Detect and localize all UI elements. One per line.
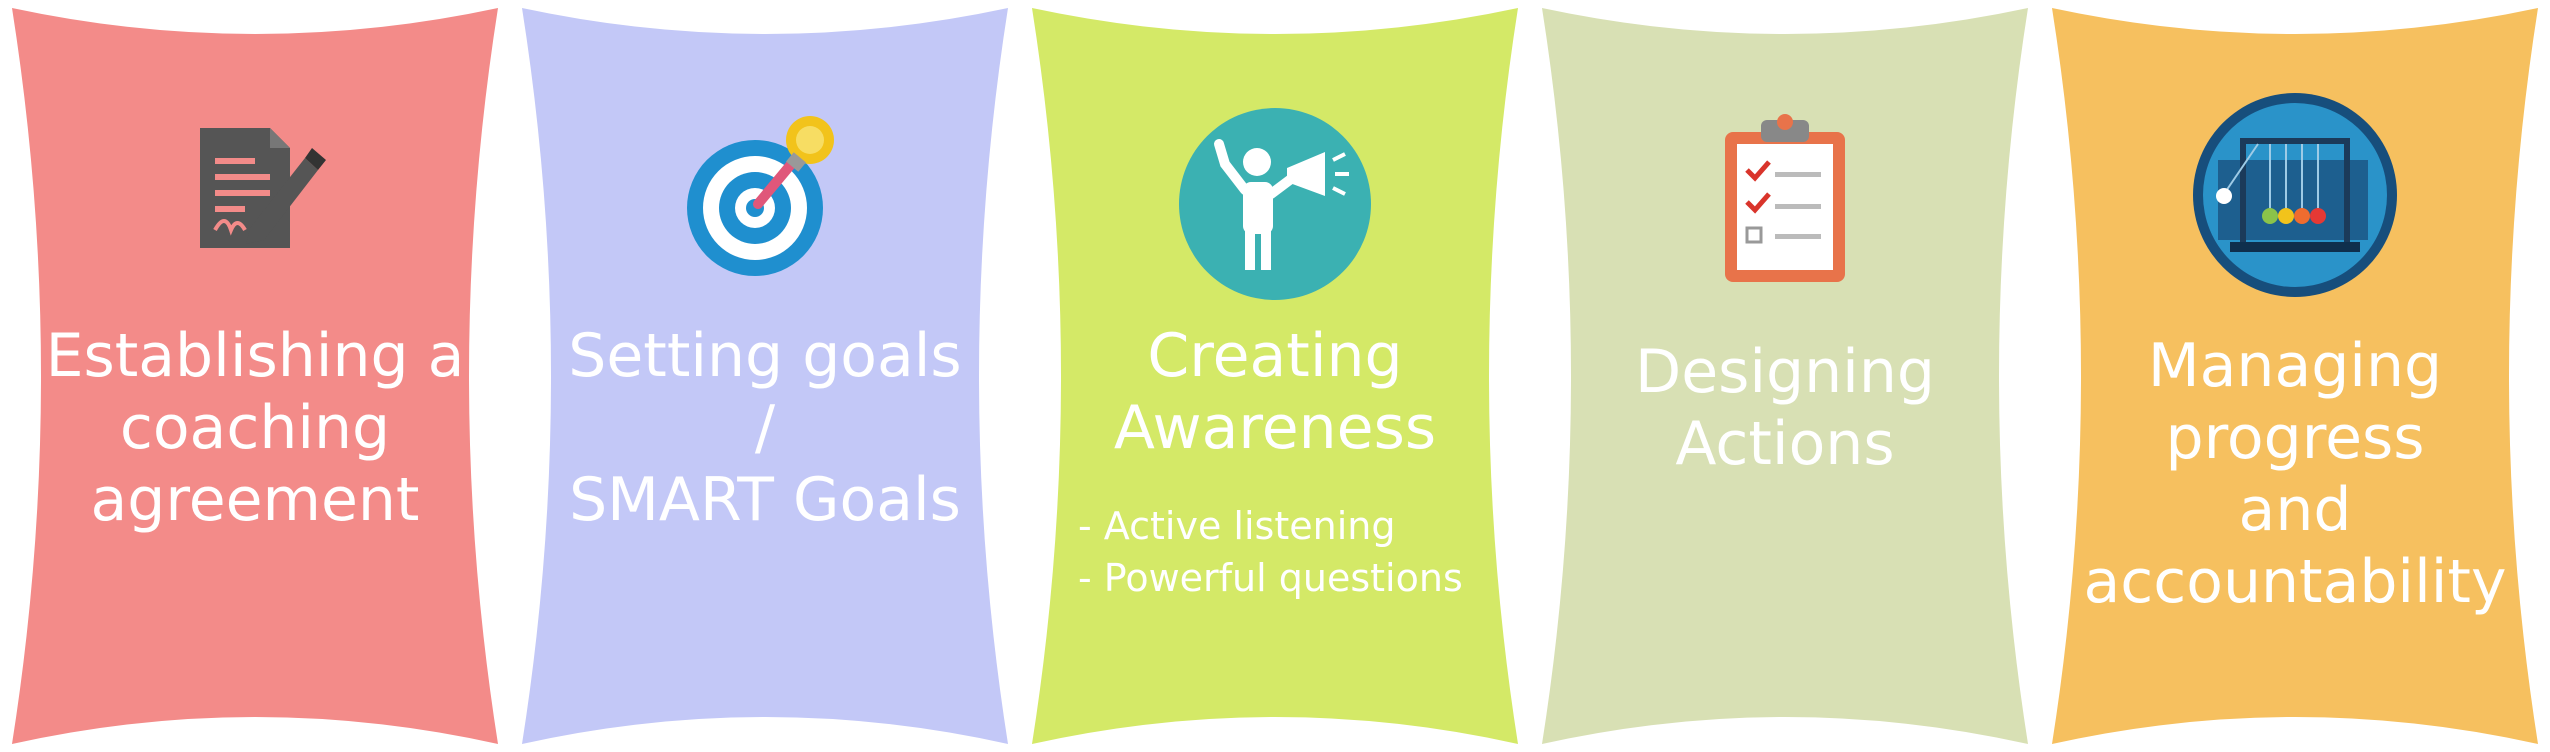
step-panel-2: Setting goals / SMART Goals — [510, 0, 1020, 752]
panel-shape — [1542, 8, 2028, 744]
panel-shape — [12, 8, 498, 744]
panel-shape — [2052, 8, 2538, 744]
target-lightbulb-icon — [680, 108, 850, 282]
panel-shape — [522, 8, 1008, 744]
step-title: Establishing a coaching agreement — [45, 321, 465, 535]
bullet-item: - Powerful questions — [1078, 556, 1463, 600]
bullet-item: - Active listening — [1078, 504, 1396, 548]
step-title: Designing Actions — [1635, 337, 1935, 479]
step-title: Setting goals / SMART Goals — [568, 321, 962, 535]
clipboard-checklist-icon — [1715, 108, 1855, 292]
step-panel-1: Establishing a coaching agreement — [0, 0, 510, 752]
step-panel-5: Managing progress and accountability — [2040, 0, 2550, 752]
bullet-list: - Active listening - Powerful questions — [1078, 500, 1463, 604]
newtons-cradle-icon — [2190, 90, 2400, 304]
panel-shape — [1032, 8, 1518, 744]
step-title: Managing progress and accountability — [2083, 331, 2507, 617]
step-panel-4: Designing Actions — [1530, 0, 2040, 752]
step-panel-3: Creating Awareness - Active listening - … — [1020, 0, 1530, 752]
megaphone-person-icon — [1175, 104, 1375, 308]
step-title: Creating Awareness — [1113, 321, 1437, 463]
contract-signing-icon — [180, 118, 330, 262]
